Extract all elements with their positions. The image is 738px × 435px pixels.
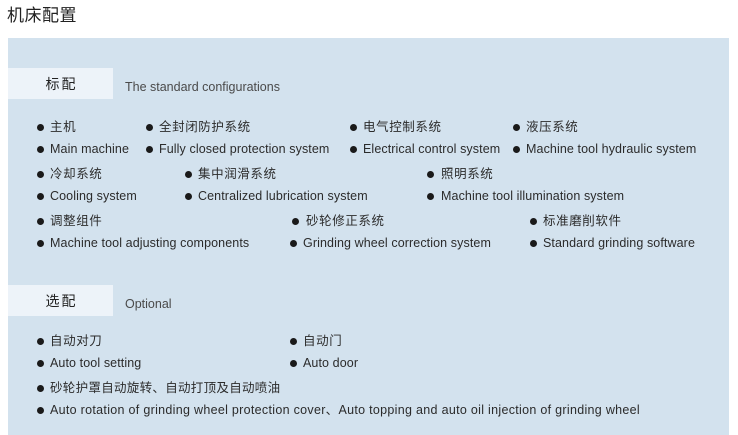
section-caption-optional: Optional <box>125 297 172 311</box>
item-label-cn: 液压系统 <box>513 116 696 138</box>
item-label-cn: 集中润滑系统 <box>185 163 368 185</box>
list-item: 标准磨削软件 Standard grinding software <box>530 210 695 254</box>
list-item: 自动门 Auto door <box>290 330 358 374</box>
section-caption-standard: The standard configurations <box>125 80 280 94</box>
item-label-en: Fully closed protection system <box>146 138 329 160</box>
section-tag-standard-label: 标配 <box>45 75 78 92</box>
item-label-cn: 主机 <box>37 116 129 138</box>
list-item: 自动对刀 Auto tool setting <box>37 330 141 374</box>
item-label-en: Machine tool hydraulic system <box>513 138 696 160</box>
item-label-cn: 全封闭防护系统 <box>146 116 329 138</box>
item-label-cn: 自动对刀 <box>37 330 141 352</box>
section-tag-standard: 标配 <box>8 68 113 99</box>
list-item: 电气控制系统 Electrical control system <box>350 116 500 160</box>
item-label-en: Cooling system <box>37 185 137 207</box>
item-label-cn: 照明系统 <box>425 163 624 185</box>
list-item: 调整组件 Machine tool adjusting components <box>37 210 249 254</box>
configuration-panel: 标配 The standard configurations 主机 Main m… <box>8 38 729 435</box>
list-item: 冷却系统 Cooling system <box>37 163 137 207</box>
item-label-en: Centralized lubrication system <box>185 185 368 207</box>
item-label-en: Standard grinding software <box>530 232 695 254</box>
list-item: 砂轮修正系统 Grinding wheel correction system <box>290 210 491 254</box>
list-item: 砂轮护罩自动旋转、自动打顶及自动喷油 Auto rotation of grin… <box>37 377 640 421</box>
item-label-cn: 冷却系统 <box>37 163 137 185</box>
item-label-cn: 砂轮修正系统 <box>290 210 491 232</box>
section-tag-optional-label: 选配 <box>45 292 78 309</box>
section-tag-optional: 选配 <box>8 285 113 316</box>
list-item: 主机 Main machine <box>37 116 129 160</box>
list-item: 液压系统 Machine tool hydraulic system <box>513 116 696 160</box>
item-label-en: Auto rotation of grinding wheel protecti… <box>37 399 640 421</box>
item-label-en: Grinding wheel correction system <box>290 232 491 254</box>
item-label-en: Auto door <box>290 352 358 374</box>
list-item: 全封闭防护系统 Fully closed protection system <box>146 116 329 160</box>
item-label-en: Machine tool adjusting components <box>37 232 249 254</box>
item-label-cn: 调整组件 <box>37 210 249 232</box>
item-label-en: Auto tool setting <box>37 352 141 374</box>
item-label-en: Electrical control system <box>350 138 500 160</box>
item-label-en: Main machine <box>37 138 129 160</box>
item-label-cn: 自动门 <box>290 330 358 352</box>
page-title: 机床配置 <box>7 6 77 25</box>
list-item: 照明系统 Machine tool illumination system <box>425 163 624 207</box>
item-label-cn: 砂轮护罩自动旋转、自动打顶及自动喷油 <box>37 377 640 399</box>
item-label-en: Machine tool illumination system <box>425 185 624 207</box>
item-label-cn: 标准磨削软件 <box>530 210 695 232</box>
list-item: 集中润滑系统 Centralized lubrication system <box>185 163 368 207</box>
item-label-cn: 电气控制系统 <box>350 116 500 138</box>
